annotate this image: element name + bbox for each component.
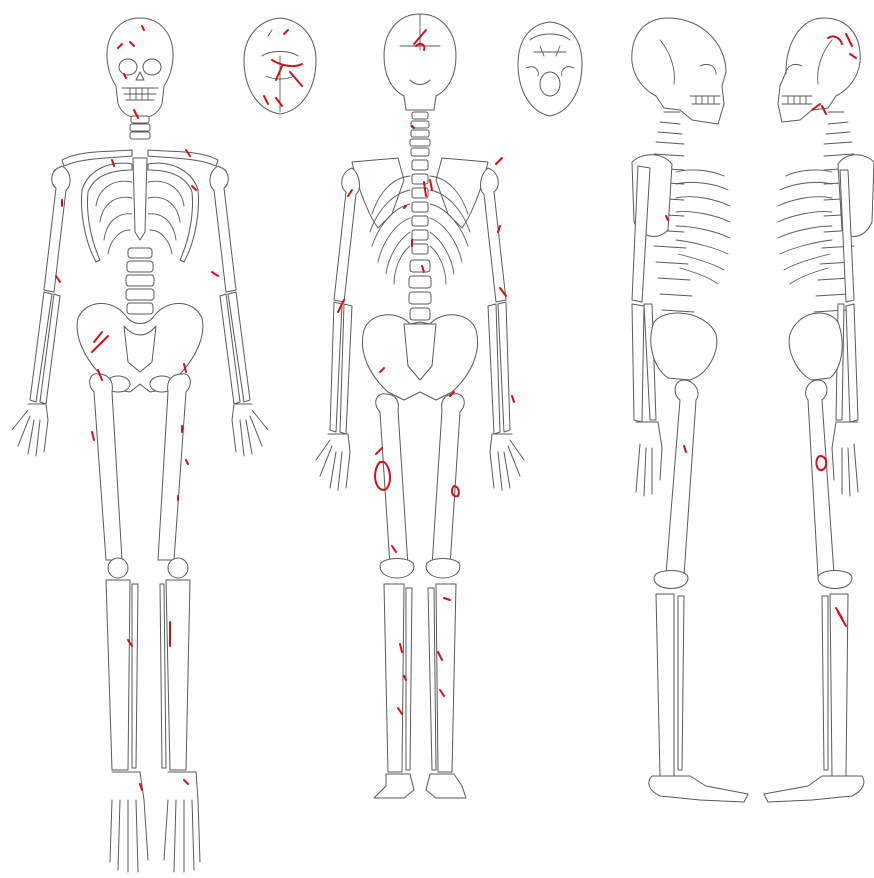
posterior-right-femur (376, 394, 408, 566)
right-lateral-ribs (676, 170, 730, 284)
left-femur (158, 374, 190, 560)
foramen-magnum (540, 72, 560, 96)
posterior-left-forearm (488, 302, 510, 434)
right-forearm (30, 292, 60, 404)
sternum (133, 158, 147, 240)
posterior-right-tibia-fibula (384, 584, 412, 772)
posterior-left-femur (432, 394, 464, 566)
left-lateral-femur (806, 380, 834, 576)
posterior-right-hand (316, 434, 350, 490)
right-lateral-foot (649, 776, 748, 802)
posterior-view (316, 14, 524, 798)
posterior-right-humerus (334, 168, 359, 302)
left-forearm (220, 292, 250, 404)
right-femur (90, 374, 122, 560)
posterior-spine (409, 112, 431, 320)
anterior-view (12, 18, 268, 872)
left-hand (232, 404, 268, 456)
left-lateral-ribs (778, 170, 832, 284)
right-foot (110, 772, 148, 872)
posterior-right-forearm (330, 302, 352, 434)
right-lateral-femur (666, 380, 698, 576)
right-lateral-pelvis (651, 313, 717, 380)
superior-skull-view (244, 18, 316, 114)
right-lateral-skull (632, 18, 726, 124)
anterior-skull (107, 18, 173, 118)
left-lateral-skull (778, 18, 860, 122)
right-lateral-knee (654, 571, 688, 589)
posterior-left-foot (426, 774, 466, 798)
left-orbit (143, 59, 161, 75)
inferior-skull-base (518, 22, 582, 116)
right-scapula (352, 158, 404, 228)
lumbar-vertebrae (126, 248, 154, 314)
left-patella (168, 558, 188, 578)
right-lateral-leg (656, 594, 684, 776)
right-hand (12, 404, 48, 456)
left-lateral-knee (818, 571, 852, 589)
inferior-skull-view (518, 22, 582, 116)
posterior-right-knee (380, 559, 414, 579)
left-lateral-hand (832, 422, 858, 496)
right-tibia-fibula (106, 580, 138, 770)
right-lateral-view (632, 18, 748, 802)
left-scapula (436, 158, 488, 228)
posterior-left-tibia-fibula (428, 584, 456, 772)
right-orbit (119, 59, 137, 75)
left-lateral-view (764, 18, 874, 802)
left-lateral-pelvis (789, 313, 842, 380)
right-humerus (44, 166, 70, 292)
right-patella (108, 558, 128, 578)
left-lateral-foot (764, 776, 864, 802)
cervical-vertebrae (130, 116, 150, 139)
left-tibia-fibula (160, 580, 190, 770)
mandible-posterior (404, 96, 436, 110)
posterior-left-hand (490, 434, 524, 490)
right-lateral-forearm (632, 304, 656, 422)
posterior-left-humerus (481, 168, 506, 302)
posterior-left-knee (426, 559, 460, 579)
posterior-right-foot (374, 774, 414, 798)
right-lateral-hand (636, 422, 662, 496)
left-foot (164, 772, 200, 872)
